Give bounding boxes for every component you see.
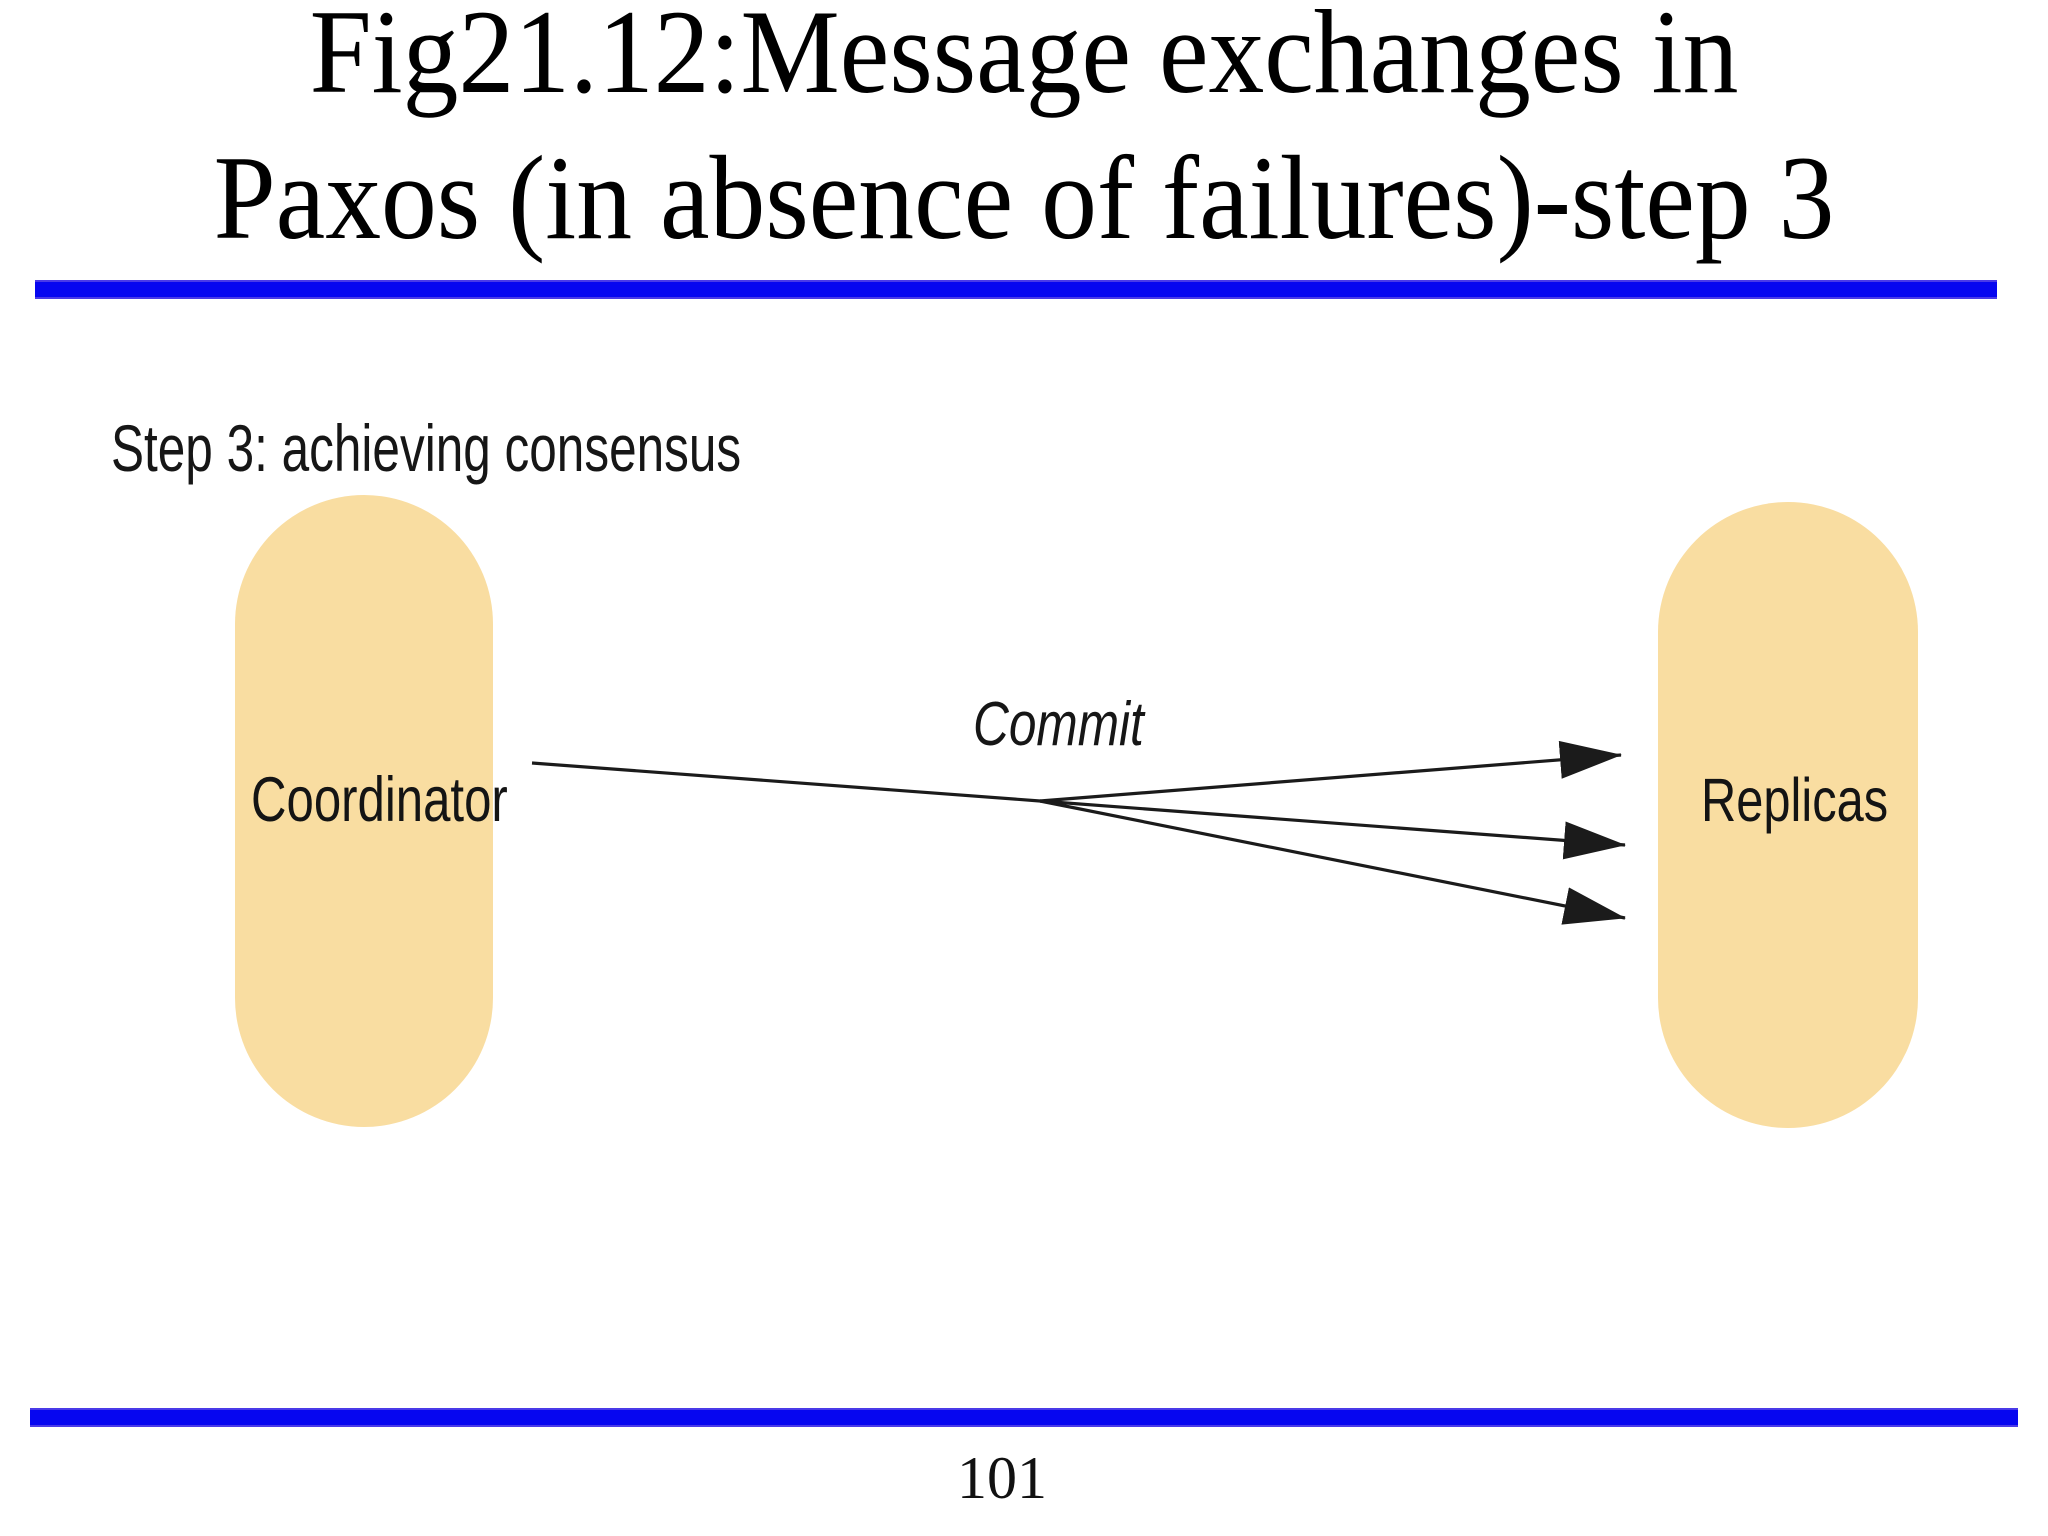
arrow-branch-bottom	[1039, 799, 1626, 925]
coordinator-label: Coordinator	[251, 765, 508, 835]
arrow-branch-middle	[1039, 799, 1626, 860]
slide-title: Fig21.12:Message exchanges in Paxos (in …	[72, 0, 1977, 271]
coordinator-node	[235, 495, 493, 1127]
replicas-node	[1658, 502, 1918, 1128]
title-line-1: Fig21.12:Message exchanges in	[309, 0, 1739, 118]
arrow-branch-top	[1039, 740, 1622, 803]
arrow-trunk-line	[531, 761, 1041, 803]
page-number: 101	[957, 1445, 1047, 1511]
title-line-2: Paxos (in absence of failures)-step 3	[213, 131, 1835, 264]
commit-message-label: Commit	[973, 690, 1144, 759]
step-caption: Step 3: achieving consensus	[111, 411, 742, 485]
bottom-divider-line	[30, 1408, 2018, 1427]
replicas-label: Replicas	[1701, 766, 1889, 834]
top-divider-line	[35, 280, 1997, 299]
